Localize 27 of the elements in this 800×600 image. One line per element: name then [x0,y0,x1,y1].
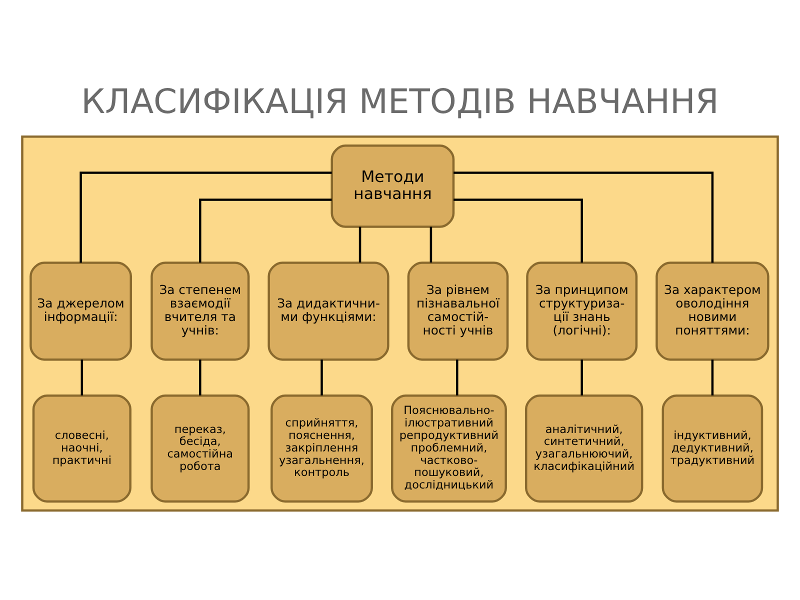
node-box: індуктивний, дедуктивний, традуктивний [662,394,764,502]
connector [711,359,714,395]
connector [199,198,332,262]
node-box: сприйняття, пояснення, закріплення узагальнення, контроль [270,394,373,502]
connector [456,359,458,395]
node-box: За джерелом інформації: [30,261,132,360]
diagram-title: КЛАСИФІКАЦІЯ МЕТОДІВ НАВЧАННЯ [81,82,719,121]
connector [430,226,432,262]
node-box: За характером оволодіння новими поняттями: [656,261,770,360]
connector [80,171,332,262]
connector [454,171,714,262]
node-box: Методи навчання [330,144,455,228]
cluster [21,135,779,512]
connector [199,359,202,395]
node-box: За дидактични- ми функціями: [268,261,390,360]
node-box: За принципом структуриза- ції знань (логічні): [526,261,638,360]
node-box: Пояснювально- ілюстративний репродуктивний проблемний, частково- пошуковий, дослідницький [391,394,507,502]
connector [320,359,323,395]
node-box: словесні, наочні, практичні [32,394,132,502]
node-box: За степенем взаємодії вчителя та учнів: [150,261,250,360]
node-box: аналітичний, синтетичний, узагальнюючий, класифікаційний [524,394,644,502]
connector [580,359,583,395]
node-box: За рівнем пізнавальної самостій- ності учнів [407,261,509,360]
connector [358,226,362,262]
connector [80,359,84,395]
node-box: переказ, бесіда, самостійна робота [150,394,250,502]
connector [454,198,583,262]
